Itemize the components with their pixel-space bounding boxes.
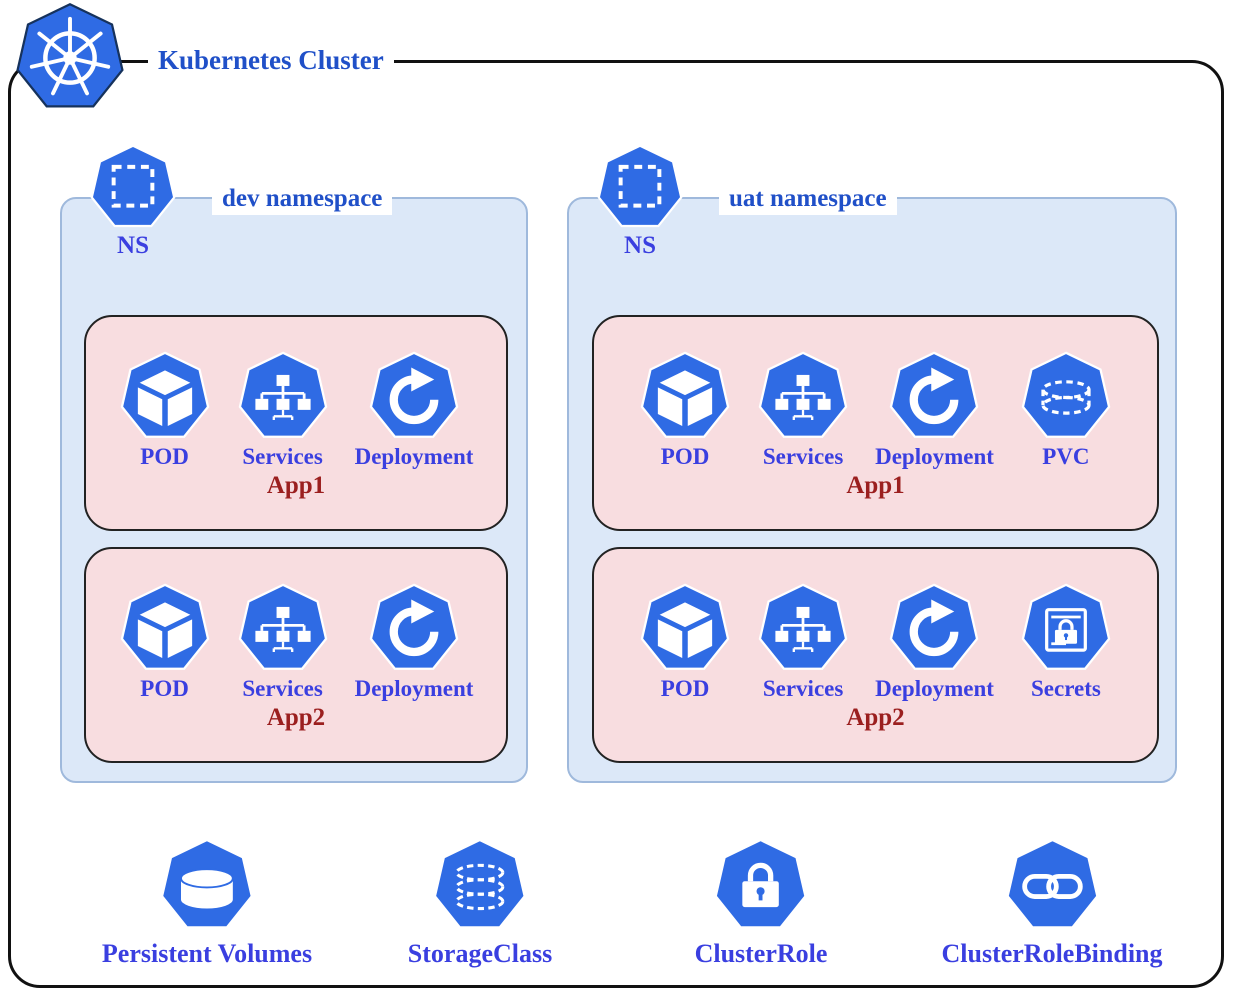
namespace-panel-dev: NS dev namespace POD Services Deployment… <box>60 197 528 783</box>
cluster-resource-label: ClusterRole <box>694 939 828 968</box>
resource-row: POD Services Deployment PVC <box>639 351 1112 470</box>
cluster-title: Kubernetes Cluster <box>148 45 394 76</box>
app-box: POD Services Deployment App1 <box>84 315 508 531</box>
app-name: App2 <box>846 704 905 731</box>
cluster-resource-cluster-role: ClusterRole <box>694 838 828 969</box>
kubernetes-logo-icon <box>14 2 126 114</box>
deployment-icon <box>368 583 460 675</box>
resource-pod: POD <box>639 583 731 702</box>
resource-label: PVC <box>1042 444 1090 469</box>
deployment-icon <box>368 351 460 443</box>
services-icon <box>757 351 849 443</box>
cluster-resource-label: ClusterRoleBinding <box>941 939 1163 968</box>
cluster-resource-cluster-role-binding: ClusterRoleBinding <box>941 838 1163 969</box>
namespace-badge: NS <box>78 144 188 260</box>
resource-deployment: Deployment <box>354 583 474 702</box>
namespace-title: dev namespace <box>212 182 393 215</box>
deployment-icon <box>888 583 980 675</box>
pod-icon <box>119 351 211 443</box>
resource-services: Services <box>757 583 849 702</box>
app-box: POD Services Deployment PVC App1 <box>592 315 1159 531</box>
app-box: POD Services Deployment App2 <box>84 547 508 763</box>
resource-services: Services <box>757 351 849 470</box>
deployment-icon <box>888 351 980 443</box>
app-box: POD Services Deployment Secrets App2 <box>592 547 1159 763</box>
resource-label: POD <box>660 444 710 469</box>
namespace-panel-uat: NS uat namespace POD Services Deployment <box>567 197 1177 783</box>
app-name: App1 <box>846 472 905 499</box>
cluster-role-icon <box>713 838 809 934</box>
namespace-label: NS <box>624 232 656 259</box>
services-icon <box>757 583 849 675</box>
namespace-badge: NS <box>585 144 695 260</box>
services-icon <box>237 583 329 675</box>
resource-label: Services <box>762 676 844 701</box>
resource-secrets: Secrets <box>1020 583 1112 702</box>
resource-label: Deployment <box>875 444 994 469</box>
resource-pod: POD <box>119 351 211 470</box>
resource-label: Deployment <box>875 676 994 701</box>
storage-class-icon <box>432 838 528 934</box>
resource-deployment: Deployment <box>875 583 994 702</box>
pvc-icon <box>1020 351 1112 443</box>
persistent-volume-icon <box>159 838 255 934</box>
namespace-label: NS <box>117 232 149 259</box>
cluster-role-binding-icon <box>1004 838 1100 934</box>
resource-label: Services <box>762 444 844 469</box>
resource-row: POD Services Deployment Secrets <box>639 583 1112 702</box>
resource-label: POD <box>140 676 189 701</box>
resource-pod: POD <box>639 351 731 470</box>
resource-pvc: PVC <box>1020 351 1112 470</box>
resource-services: Services <box>237 351 329 470</box>
resource-label: Services <box>242 444 323 469</box>
secrets-icon <box>1020 583 1112 675</box>
resource-label: POD <box>660 676 710 701</box>
resource-services: Services <box>237 583 329 702</box>
cluster-resource-label: StorageClass <box>407 939 553 968</box>
app-name: App1 <box>266 472 326 499</box>
resource-label: Deployment <box>354 444 474 469</box>
services-icon <box>237 351 329 443</box>
pod-icon <box>639 351 731 443</box>
cluster-resource-label: Persistent Volumes <box>101 939 313 968</box>
namespace-icon <box>596 144 684 232</box>
resource-label: Services <box>242 676 323 701</box>
resource-label: Deployment <box>354 676 474 701</box>
resource-deployment: Deployment <box>354 351 474 470</box>
app-name: App2 <box>266 704 326 731</box>
cluster-resource-storage-class: StorageClass <box>408 838 552 969</box>
namespace-icon <box>89 144 177 232</box>
resource-deployment: Deployment <box>875 351 994 470</box>
resource-row: POD Services Deployment <box>119 351 474 470</box>
namespace-title: uat namespace <box>719 182 897 215</box>
pod-icon <box>119 583 211 675</box>
pod-icon <box>639 583 731 675</box>
resource-pod: POD <box>119 583 211 702</box>
resource-label: POD <box>140 444 189 469</box>
resource-row: POD Services Deployment <box>119 583 474 702</box>
cluster-resource-persistent-volumes: Persistent Volumes <box>102 838 312 969</box>
resource-label: Secrets <box>1030 676 1101 701</box>
